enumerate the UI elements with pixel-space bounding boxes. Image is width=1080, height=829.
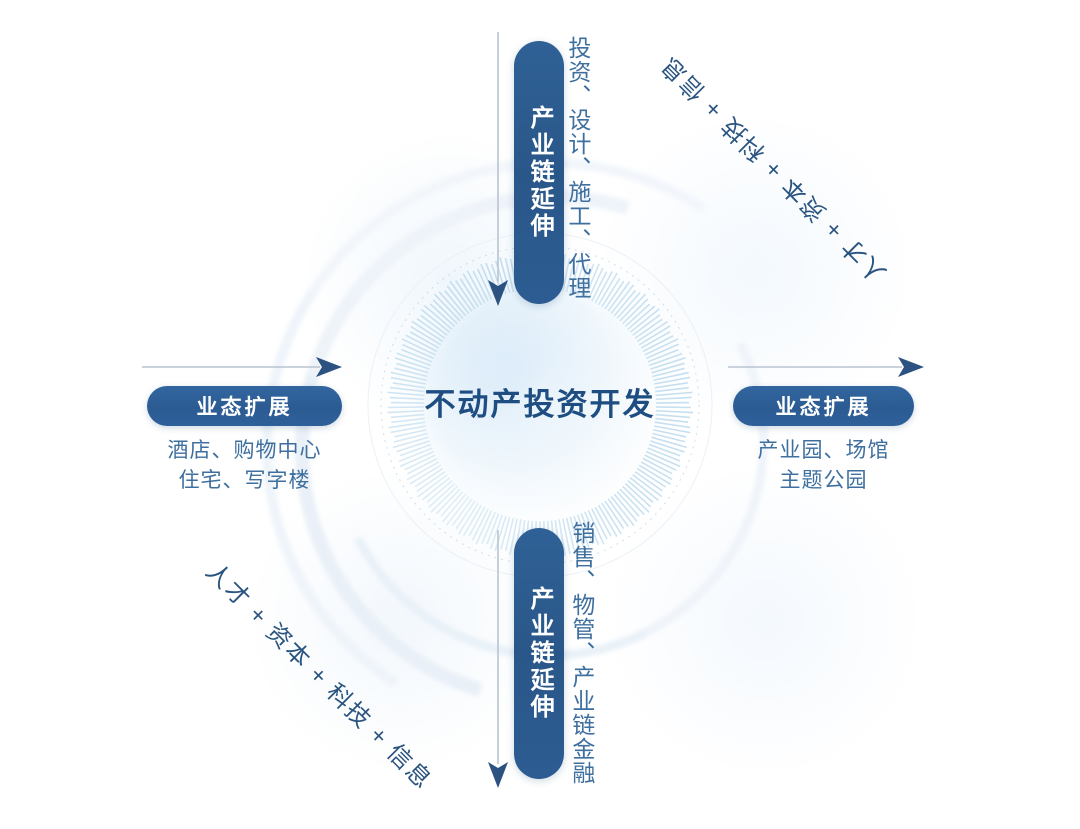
node-pill-bottom-label: 产业链延伸 [526, 586, 554, 721]
node-badge-right-caption-line1: 产业园、场馆 [757, 439, 890, 462]
node-pill-top-caption: 投资、设计、施工、代理 [564, 36, 591, 300]
center-highlight [424, 289, 656, 521]
node-pill-bottom-caption: 销售、物管、产业链金融 [568, 521, 595, 785]
arrow-down-bottom-icon [488, 530, 508, 788]
node-badge-right-caption: 产业园、场馆 主题公园 [733, 436, 914, 496]
arrow-right-left-icon [142, 357, 342, 377]
node-badge-left[interactable]: 业态扩展 [147, 386, 342, 426]
node-badge-left-caption: 酒店、购物中心 住宅、写字楼 [147, 436, 342, 496]
node-pill-bottom[interactable]: 产业链延伸 [514, 528, 564, 779]
node-badge-left-caption-line2: 住宅、写字楼 [178, 468, 311, 492]
node-badge-left-label: 业态扩展 [196, 396, 293, 419]
node-badge-right-caption-line2: 主题公园 [779, 468, 868, 492]
node-badge-right[interactable]: 业态扩展 [733, 386, 914, 426]
arrow-down-top-icon [488, 32, 508, 306]
center-title: 不动产投资开发 [424, 387, 656, 422]
node-badge-left-caption-line1: 酒店、购物中心 [167, 439, 322, 462]
node-badge-right-label: 业态扩展 [775, 396, 872, 419]
node-pill-top[interactable]: 产业链延伸 [514, 41, 564, 304]
node-pill-top-label: 产业链延伸 [526, 105, 554, 240]
arrow-right-right-icon [728, 357, 924, 377]
